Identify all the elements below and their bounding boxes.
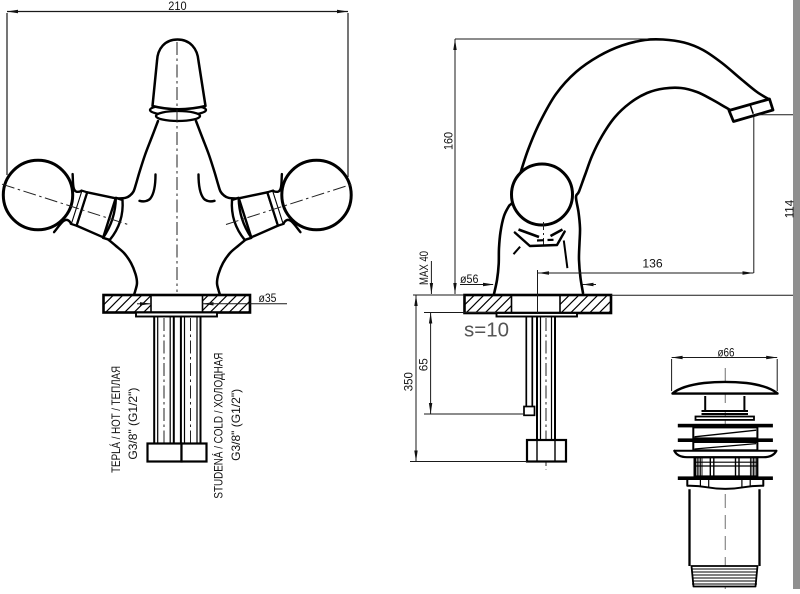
- svg-text:s=10: s=10: [464, 319, 509, 342]
- svg-text:G3/8" (G1/2"): G3/8" (G1/2"): [229, 389, 243, 461]
- svg-text:350: 350: [401, 372, 415, 391]
- svg-text:136: 136: [642, 257, 662, 271]
- svg-text:114: 114: [783, 200, 797, 219]
- svg-text:MAX 40: MAX 40: [417, 251, 431, 285]
- svg-text:210: 210: [168, 0, 186, 13]
- svg-text:STUDENÁ / COLD / ХОЛОДНАЯ: STUDENÁ / COLD / ХОЛОДНАЯ: [211, 353, 225, 499]
- svg-text:65: 65: [416, 358, 430, 371]
- svg-text:TEPLÁ / HOT / ТЕПЛАЯ: TEPLÁ / HOT / ТЕПЛАЯ: [109, 366, 123, 473]
- svg-text:ø56: ø56: [460, 272, 479, 286]
- svg-text:G3/8" (G1/2"): G3/8" (G1/2"): [126, 388, 140, 460]
- svg-text:ø35: ø35: [259, 291, 277, 305]
- svg-text:160: 160: [441, 132, 455, 150]
